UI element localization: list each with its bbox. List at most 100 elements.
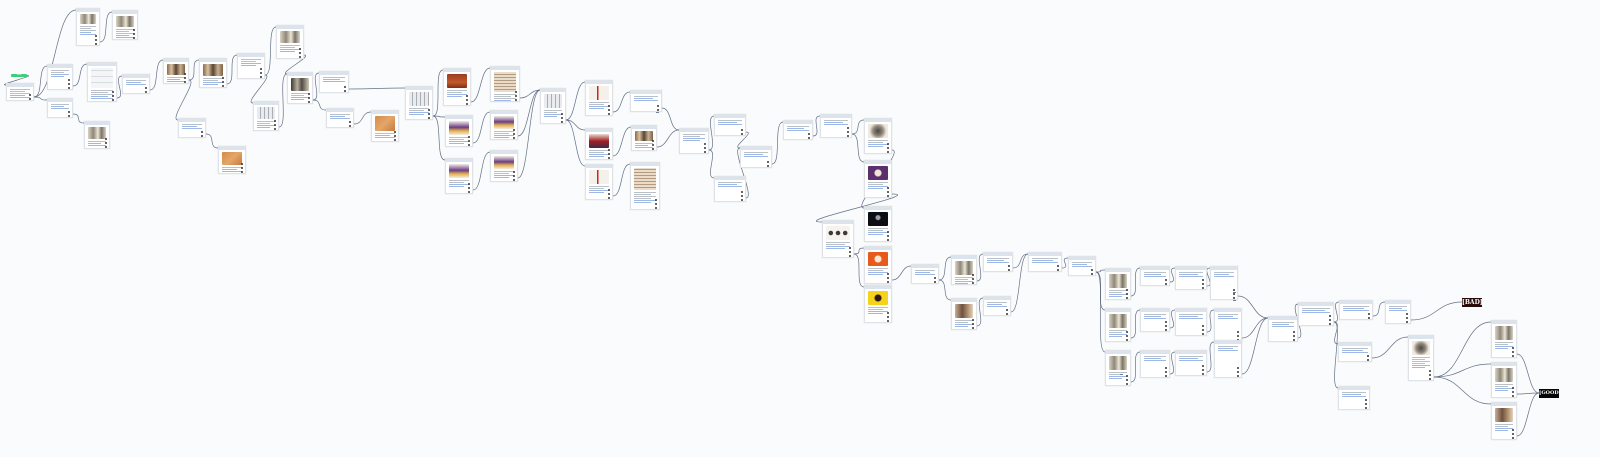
output-port[interactable]: [394, 139, 396, 141]
output-port[interactable]: [1126, 379, 1128, 381]
connection-wire[interactable]: [175, 79, 192, 121]
connection-wire[interactable]: [99, 11, 113, 43]
connection-wire[interactable]: [708, 149, 715, 179]
node-header[interactable]: [865, 207, 891, 210]
output-port[interactable]: [608, 193, 610, 195]
output-port[interactable]: [468, 144, 470, 146]
connection-wire[interactable]: [612, 126, 632, 157]
connection-wire[interactable]: [72, 63, 88, 87]
node-header[interactable]: [1106, 351, 1130, 354]
story-node-69[interactable]: [1338, 342, 1372, 362]
output-port[interactable]: [222, 81, 224, 83]
output-port[interactable]: [1008, 269, 1010, 271]
output-port[interactable]: [241, 167, 243, 169]
output-port[interactable]: [1165, 367, 1167, 369]
output-port[interactable]: [513, 171, 515, 173]
connection-wire[interactable]: [205, 133, 219, 149]
story-node-53[interactable]: [1105, 308, 1131, 342]
story-node-58[interactable]: [1210, 266, 1238, 300]
node-header[interactable]: [444, 69, 470, 72]
story-node-17[interactable]: [319, 71, 349, 93]
output-port[interactable]: [29, 98, 31, 100]
output-port[interactable]: [1126, 383, 1128, 385]
connection-wire[interactable]: [976, 253, 984, 282]
output-port[interactable]: [466, 95, 468, 97]
node-header[interactable]: [1492, 321, 1516, 324]
output-port[interactable]: [68, 83, 70, 85]
node-header[interactable]: [715, 115, 745, 118]
output-port[interactable]: [308, 97, 310, 99]
output-port[interactable]: [145, 87, 147, 89]
output-port[interactable]: [657, 105, 659, 107]
output-port[interactable]: [1329, 315, 1331, 317]
story-node-42[interactable]: [864, 206, 892, 242]
output-port[interactable]: [466, 103, 468, 105]
story-node-74[interactable]: [1491, 402, 1517, 440]
output-port[interactable]: [1512, 429, 1514, 431]
output-port[interactable]: [184, 81, 186, 83]
node-header[interactable]: [238, 54, 264, 57]
connection-wire[interactable]: [353, 111, 372, 125]
node-header[interactable]: [288, 73, 312, 76]
output-port[interactable]: [887, 277, 889, 279]
connection-wire[interactable]: [1241, 317, 1269, 375]
node-header[interactable]: [1176, 309, 1206, 312]
connection-wire[interactable]: [1237, 295, 1269, 319]
output-port[interactable]: [274, 120, 276, 122]
node-header[interactable]: [952, 299, 976, 302]
story-node-43[interactable]: [864, 246, 892, 284]
connection-wire[interactable]: [771, 121, 784, 165]
output-port[interactable]: [652, 148, 654, 150]
story-node-34[interactable]: [679, 128, 709, 154]
node-header[interactable]: [1106, 269, 1130, 272]
story-node-51[interactable]: [1028, 252, 1062, 272]
output-port[interactable]: [887, 191, 889, 193]
node-header[interactable]: [1106, 309, 1130, 312]
output-port[interactable]: [1202, 325, 1204, 327]
node-header[interactable]: [984, 297, 1010, 300]
node-header[interactable]: [48, 99, 72, 102]
output-port[interactable]: [1126, 339, 1128, 341]
node-header[interactable]: [741, 147, 771, 150]
output-port[interactable]: [847, 131, 849, 133]
connection-wire[interactable]: [1206, 267, 1211, 287]
story-node-7[interactable]: [47, 98, 73, 118]
output-port[interactable]: [1329, 323, 1331, 325]
story-node-37[interactable]: [714, 176, 746, 202]
connection-wire[interactable]: [1433, 363, 1492, 378]
connection-wire[interactable]: [851, 119, 865, 135]
connection-wire[interactable]: [612, 91, 631, 113]
output-port[interactable]: [1165, 329, 1167, 331]
output-port[interactable]: [1091, 273, 1093, 275]
output-port[interactable]: [95, 35, 97, 37]
output-port[interactable]: [1429, 370, 1431, 372]
output-port[interactable]: [241, 171, 243, 173]
node-header[interactable]: [1215, 309, 1241, 312]
connection-wire[interactable]: [851, 133, 865, 163]
connection-wire[interactable]: [250, 74, 268, 104]
connection-wire[interactable]: [1206, 309, 1215, 333]
output-port[interactable]: [299, 48, 301, 50]
node-header[interactable]: [586, 129, 612, 132]
story-node-30[interactable]: [585, 164, 613, 200]
output-port[interactable]: [515, 91, 517, 93]
story-node-29[interactable]: [585, 128, 613, 160]
connection-wire[interactable]: [517, 89, 541, 179]
output-port[interactable]: [767, 165, 769, 167]
output-port[interactable]: [847, 127, 849, 129]
connection-wire[interactable]: [565, 81, 586, 121]
output-port[interactable]: [222, 85, 224, 87]
output-port[interactable]: [741, 129, 743, 131]
output-port[interactable]: [1008, 265, 1010, 267]
connection-wire[interactable]: [938, 256, 952, 281]
node-header[interactable]: [491, 151, 517, 154]
story-node-56[interactable]: [1140, 266, 1170, 286]
connection-wire[interactable]: [1061, 257, 1069, 269]
output-port[interactable]: [887, 147, 889, 149]
output-port[interactable]: [344, 90, 346, 92]
node-header[interactable]: [48, 65, 72, 68]
output-port[interactable]: [349, 121, 351, 123]
connection-wire[interactable]: [565, 119, 586, 167]
output-port[interactable]: [133, 29, 135, 31]
story-node-49[interactable]: [983, 252, 1013, 272]
